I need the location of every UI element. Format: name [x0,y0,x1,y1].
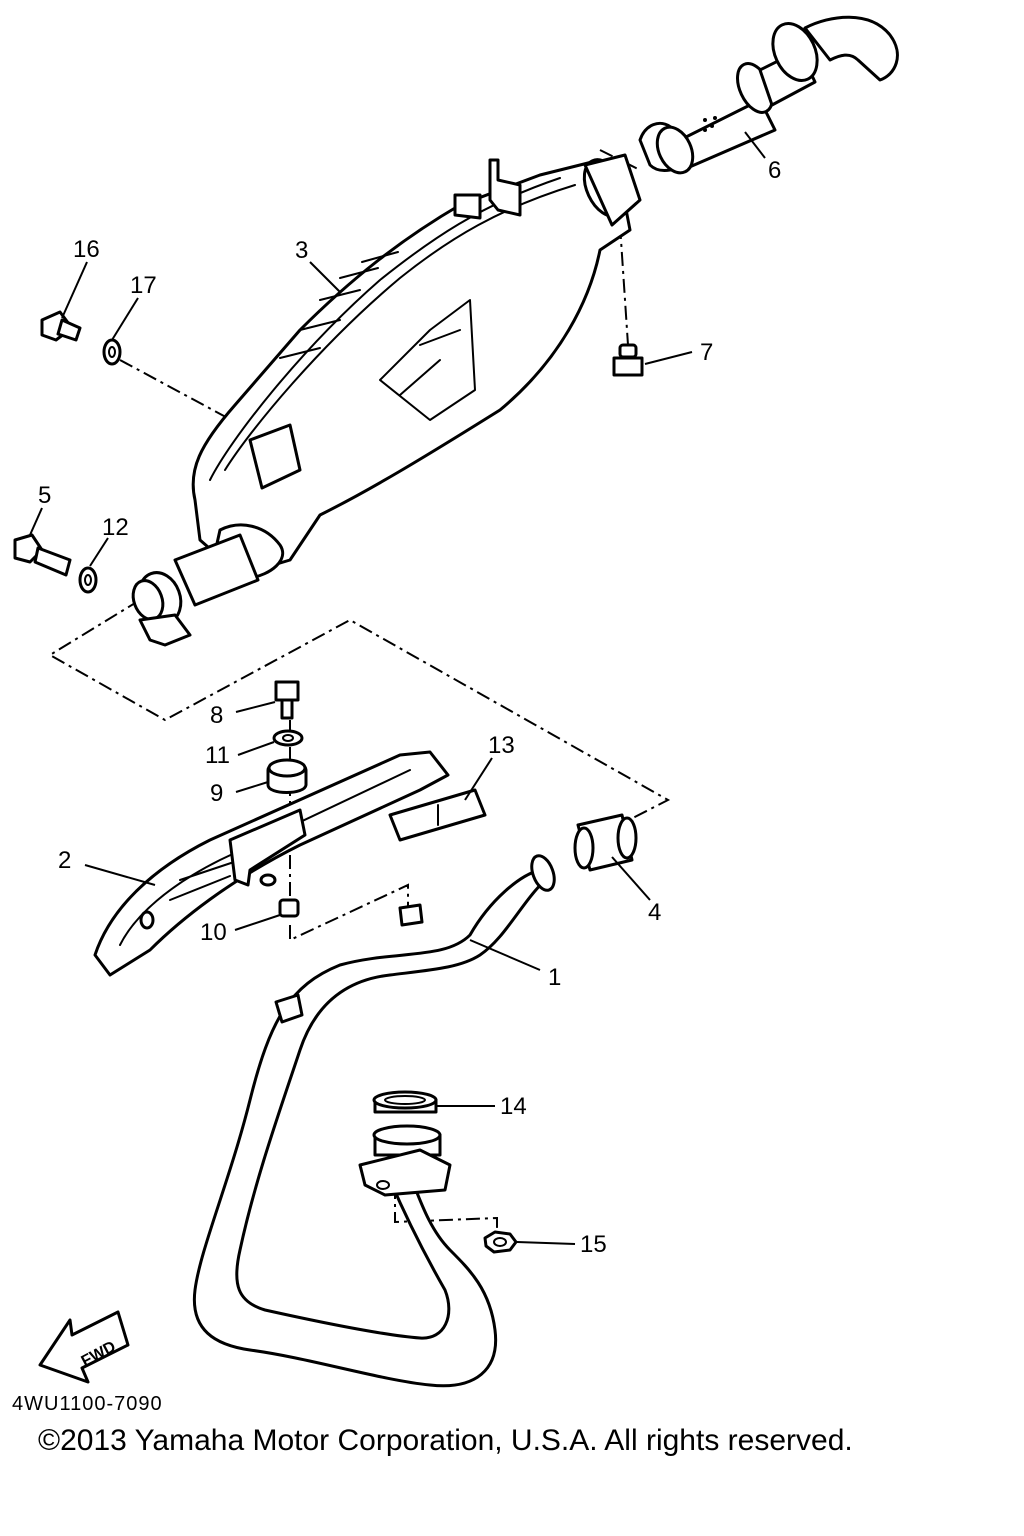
callout-9: 9 [210,780,223,807]
washer-12[interactable] [78,566,98,594]
callout-10: 10 [200,919,227,946]
gasket-14[interactable] [372,1090,438,1114]
muffler-inlet-pipe [131,533,260,647]
bolt-7[interactable] [612,343,644,377]
forward-direction-arrow: FWD [38,1310,130,1384]
callout-12: 12 [102,514,129,541]
bolt-5[interactable] [13,533,72,577]
callout-2: 2 [58,847,71,874]
callout-15: 15 [580,1231,607,1258]
label-13[interactable] [388,788,487,842]
callout-1: 1 [548,964,561,991]
washer-17[interactable] [102,338,122,366]
bracket-guard-2[interactable] [93,750,450,977]
callout-3: 3 [295,237,308,264]
callout-4: 4 [648,899,661,926]
nut-15[interactable] [483,1230,518,1254]
muffler-body[interactable] [191,153,642,580]
vent-holes [703,116,717,132]
gasket-4[interactable] [573,813,638,872]
callout-17: 17 [130,272,157,299]
tail-pipe[interactable] [638,15,899,178]
collar-10[interactable] [278,898,300,918]
washer-11[interactable] [272,729,304,747]
callout-7: 7 [700,339,713,366]
callout-11: 11 [205,742,230,769]
leader-lines [29,131,766,1245]
callout-16: 16 [73,236,100,263]
callout-6: 6 [768,157,781,184]
exhaust-flange [358,1124,452,1197]
callout-14: 14 [500,1093,527,1120]
copyright-notice: ©2013 Yamaha Motor Corporation, U.S.A. A… [38,1424,853,1457]
grommet-9[interactable] [266,758,308,794]
bolt-8[interactable] [274,680,300,720]
callout-8: 8 [210,702,223,729]
callout-5: 5 [38,482,51,509]
bolt-16[interactable] [40,310,82,342]
diagram-code: 4WU1100-7090 [12,1393,163,1415]
exhaust-pipe-1[interactable] [192,853,558,1388]
callout-13: 13 [488,732,515,759]
callout-numbers: 16 17 3 5 12 6 7 8 11 9 13 2 10 4 1 14 1… [38,157,781,1258]
